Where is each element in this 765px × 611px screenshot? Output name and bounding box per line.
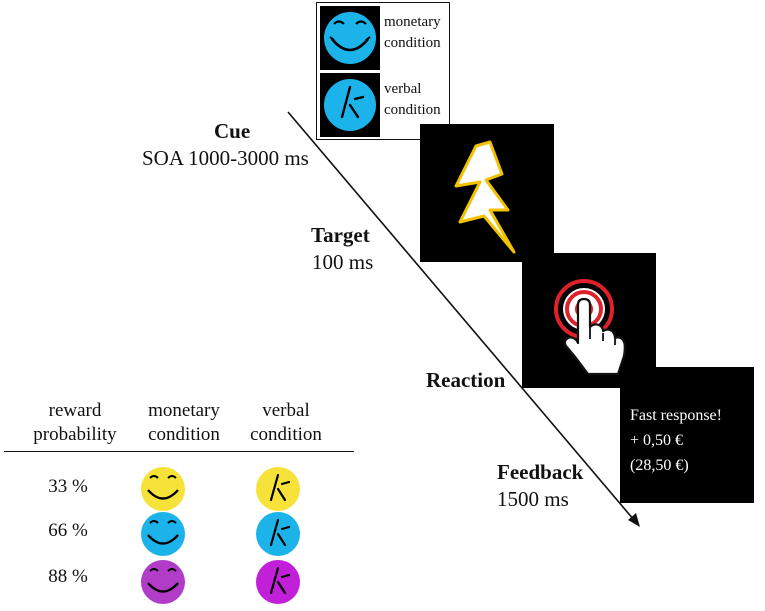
cue-legend-monetary-line1: monetary xyxy=(384,14,441,30)
step-reaction-title: Reaction xyxy=(426,368,506,392)
step-cue-title: Cue xyxy=(214,119,251,143)
neutral-face-icon xyxy=(256,512,300,556)
feedback-line-2: + 0,50 € xyxy=(630,432,684,449)
table-divider xyxy=(4,451,354,452)
neutral-face-icon xyxy=(256,560,300,604)
table-row-probability-2: 66 % xyxy=(48,520,88,541)
smiley-face-icon xyxy=(141,512,185,556)
reaction-panel xyxy=(522,253,656,388)
cue-legend-verbal: verbal condition xyxy=(320,73,448,137)
cue-legend-verbal-line1: verbal xyxy=(384,81,422,97)
smiley-face-icon xyxy=(141,560,185,604)
step-feedback-timing: 1500 ms xyxy=(497,487,569,511)
neutral-face-icon xyxy=(324,79,376,131)
cue-legend-verbal-line2: condition xyxy=(384,102,441,118)
cue-legend-monetary: monetary condition xyxy=(320,6,448,70)
table-header-monetary: monetary condition xyxy=(148,400,220,445)
table-header-verbal: verbal condition xyxy=(250,400,322,445)
pointing-hand-touch-icon xyxy=(554,279,626,376)
neutral-face-icon xyxy=(256,467,300,511)
step-target-title: Target xyxy=(311,223,370,247)
table-row-probability-1: 33 % xyxy=(48,476,88,497)
cue-legend-monetary-line2: condition xyxy=(384,35,441,51)
smiley-face-icon xyxy=(141,467,185,511)
table-header-probability: reward probability xyxy=(33,400,117,445)
cue-legend-box: monetary condition verbal condition xyxy=(316,2,450,140)
feedback-line-1: Fast response! xyxy=(630,407,722,424)
smiley-face-icon xyxy=(324,12,376,64)
table-row-probability-3: 88 % xyxy=(48,566,88,587)
step-cue-timing: SOA 1000-3000 ms xyxy=(142,146,309,170)
feedback-panel: Fast response! + 0,50 € (28,50 €) xyxy=(620,367,754,503)
step-feedback-title: Feedback xyxy=(497,460,584,484)
target-panel xyxy=(420,124,554,262)
lightning-bolt-icon xyxy=(454,140,516,254)
step-target-timing: 100 ms xyxy=(312,250,374,274)
feedback-line-3: (28,50 €) xyxy=(630,457,689,474)
